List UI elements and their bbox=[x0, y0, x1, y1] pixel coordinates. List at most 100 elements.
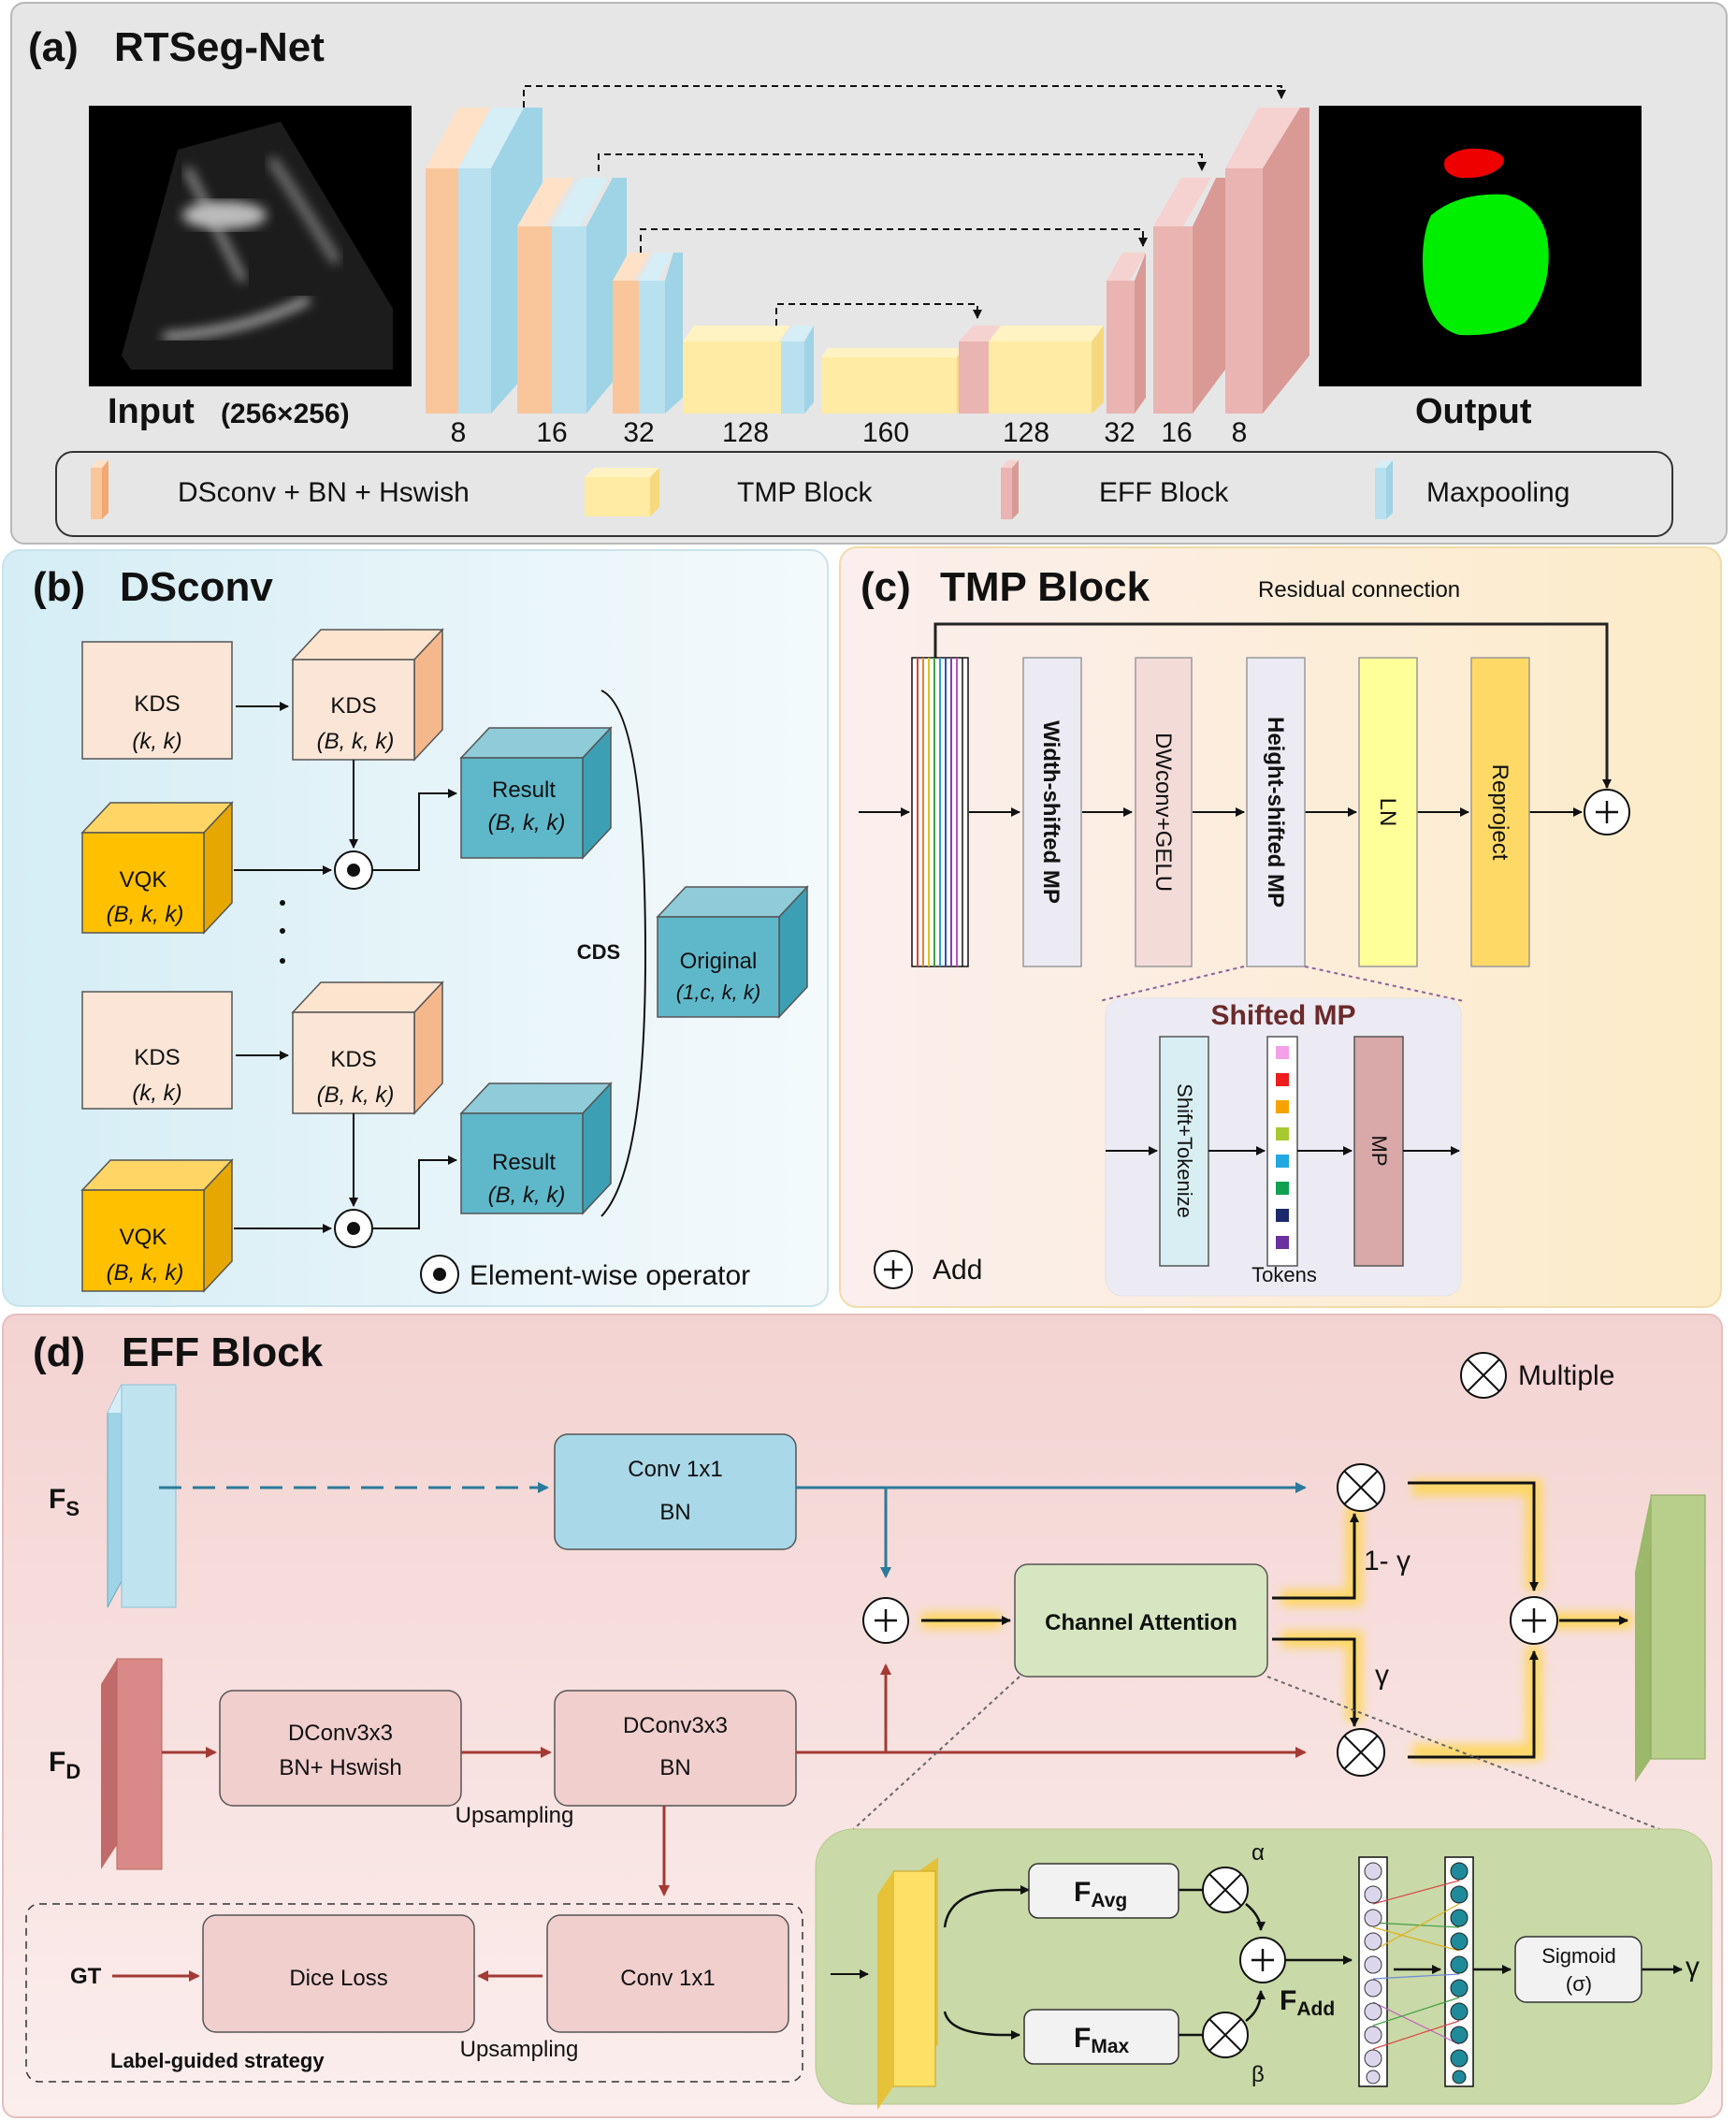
panel-b-arrows-top bbox=[234, 702, 457, 875]
f-avg-sub: Avg bbox=[1091, 1890, 1127, 1911]
dice-loss-block bbox=[202, 1914, 475, 2033]
mp-label: MP bbox=[1367, 1136, 1391, 1167]
dconv1-label-a: DConv3x3 bbox=[288, 1721, 393, 1746]
panel-b-label: (b) bbox=[33, 564, 85, 610]
channel-label: 128 bbox=[722, 417, 769, 448]
panel-b: (b) DSconv KDS (k, k) KDS (B, k, k) VQK … bbox=[2, 549, 829, 1307]
cds-bracket bbox=[600, 690, 647, 1217]
panel-d: (d) EFF Block Multiple FS FD bbox=[2, 1314, 1723, 2118]
panel-b-title: DSconv bbox=[120, 564, 273, 610]
result-dims: (B, k, k) bbox=[488, 1183, 566, 1208]
multiply-node-bottom bbox=[1337, 1728, 1385, 1777]
width-shifted-mp-label: Width-shifted MP bbox=[1038, 720, 1063, 904]
kds-3d-label: KDS bbox=[330, 693, 376, 719]
f-avg-main: F bbox=[1074, 1877, 1091, 1908]
channel-label: 16 bbox=[536, 417, 567, 448]
multiply-node-top bbox=[1337, 1463, 1385, 1512]
ln-block bbox=[1358, 657, 1418, 967]
encoder-level-4 bbox=[683, 326, 814, 414]
f-max-sub: Max bbox=[1091, 2036, 1129, 2057]
token-column bbox=[1266, 1036, 1298, 1267]
channel-attention-block bbox=[1014, 1563, 1268, 1678]
width-shifted-mp-block bbox=[1022, 657, 1082, 967]
decoder-level-3 bbox=[1107, 253, 1146, 414]
fs-label: FS bbox=[49, 1484, 80, 1520]
ca-branch-arrows bbox=[943, 1885, 1683, 2040]
channel-labels: 8 16 32 128 160 128 32 16 8 bbox=[451, 417, 1248, 448]
decoder-level-1 bbox=[1225, 108, 1309, 414]
alpha-label: α bbox=[1251, 1840, 1265, 1866]
multiple-legend-symbol bbox=[1460, 1352, 1507, 1399]
channel-label: 160 bbox=[862, 417, 909, 448]
panel-d-label: (d) bbox=[33, 1329, 85, 1375]
skip-connection-2 bbox=[598, 153, 1207, 171]
f-add-main: F bbox=[1280, 1985, 1296, 2016]
kds-3d-dims: (B, k, k) bbox=[317, 1082, 395, 1108]
upsampling-bottom-label: Upsampling bbox=[460, 2037, 579, 2062]
reproject-block bbox=[1470, 657, 1530, 967]
vqk-label: VQK bbox=[120, 867, 167, 893]
output-label: Output bbox=[1415, 392, 1532, 431]
add-node-eff bbox=[862, 1597, 909, 1644]
f-add-sub: Add bbox=[1296, 1998, 1335, 2020]
channel-label: 16 bbox=[1161, 417, 1192, 448]
gamma-label: γ bbox=[1375, 1660, 1389, 1691]
original-label: Original bbox=[680, 949, 758, 974]
panel-c: (c) TMP Block Residual connection bbox=[839, 546, 1722, 1308]
legend-dsconv: DSconv + BN + Hswish bbox=[178, 477, 470, 508]
f-max-main: F bbox=[1074, 2023, 1091, 2054]
kds-label: KDS bbox=[134, 1045, 180, 1070]
encoder-level-2 bbox=[517, 178, 627, 414]
fd-label: FD bbox=[49, 1747, 80, 1783]
panel-d-title: EFF Block bbox=[122, 1329, 324, 1375]
kds-3d-dims: (B, k, k) bbox=[317, 729, 395, 754]
dconv-bn-block bbox=[554, 1690, 797, 1807]
f-max-block bbox=[1023, 2009, 1179, 2065]
decoder-level-2 bbox=[1153, 178, 1225, 414]
bottleneck-block bbox=[821, 348, 963, 414]
upsampling-label: Upsampling bbox=[456, 1803, 574, 1828]
channel-attention-label: Channel Attention bbox=[1045, 1610, 1237, 1635]
legend-tmp-block: TMP Block bbox=[737, 477, 873, 508]
skip-connection-4 bbox=[775, 303, 982, 326]
ca-zoom-lines bbox=[846, 1676, 1677, 1837]
dice-loss-label: Dice Loss bbox=[289, 1966, 387, 1991]
channel-label: 128 bbox=[1003, 417, 1049, 448]
result-label: Result bbox=[492, 777, 556, 803]
kds-2d-box bbox=[81, 641, 233, 760]
gt-label: GT bbox=[70, 1964, 102, 1989]
input-label: Input bbox=[108, 392, 195, 431]
height-shifted-mp-label: Height-shifted MP bbox=[1263, 717, 1288, 908]
fd-sub: D bbox=[65, 1760, 80, 1783]
kds-3d-cube bbox=[291, 628, 444, 762]
kds-3d-label: KDS bbox=[330, 1047, 376, 1072]
panel-c-label: (c) bbox=[861, 564, 911, 610]
result-cube bbox=[459, 726, 613, 860]
legend-maxpooling: Maxpooling bbox=[1426, 477, 1570, 508]
channel-label: 32 bbox=[1104, 417, 1135, 448]
skip-connections bbox=[523, 85, 1286, 326]
fd-main: F bbox=[49, 1747, 65, 1778]
dwconv-gelu-block bbox=[1135, 657, 1193, 967]
vqk-cube bbox=[80, 801, 234, 935]
f-avg-label: FAvg bbox=[1074, 1877, 1127, 1911]
original-dims: (1,c, k, k) bbox=[676, 981, 760, 1004]
skip-connection-3 bbox=[640, 228, 1148, 253]
elementwise-legend-symbol bbox=[420, 1255, 459, 1294]
channel-label: 8 bbox=[1232, 417, 1248, 448]
kds-label: KDS bbox=[134, 691, 180, 717]
multiply-beta-node bbox=[1202, 2012, 1249, 2058]
merge-arrows bbox=[1408, 1481, 1628, 1759]
add-node-output bbox=[1510, 1596, 1558, 1645]
channel-label: 8 bbox=[451, 417, 467, 448]
mp-block bbox=[1353, 1036, 1404, 1267]
elementwise-op-1 bbox=[334, 850, 373, 890]
add-legend-symbol bbox=[874, 1250, 913, 1289]
panel-a-legend: DSconv + BN + Hswish TMP Block EFF Block… bbox=[55, 451, 1673, 537]
dconv2-label-a: DConv3x3 bbox=[623, 1713, 728, 1738]
elementwise-op-2 bbox=[334, 1209, 373, 1248]
residual-label: Residual connection bbox=[1258, 577, 1460, 603]
elementwise-legend-label: Element-wise operator bbox=[470, 1260, 750, 1291]
shift-tokenize-label: Shift+Tokenize bbox=[1173, 1083, 1196, 1218]
panel-b-arrows-bottom bbox=[234, 1051, 457, 1233]
